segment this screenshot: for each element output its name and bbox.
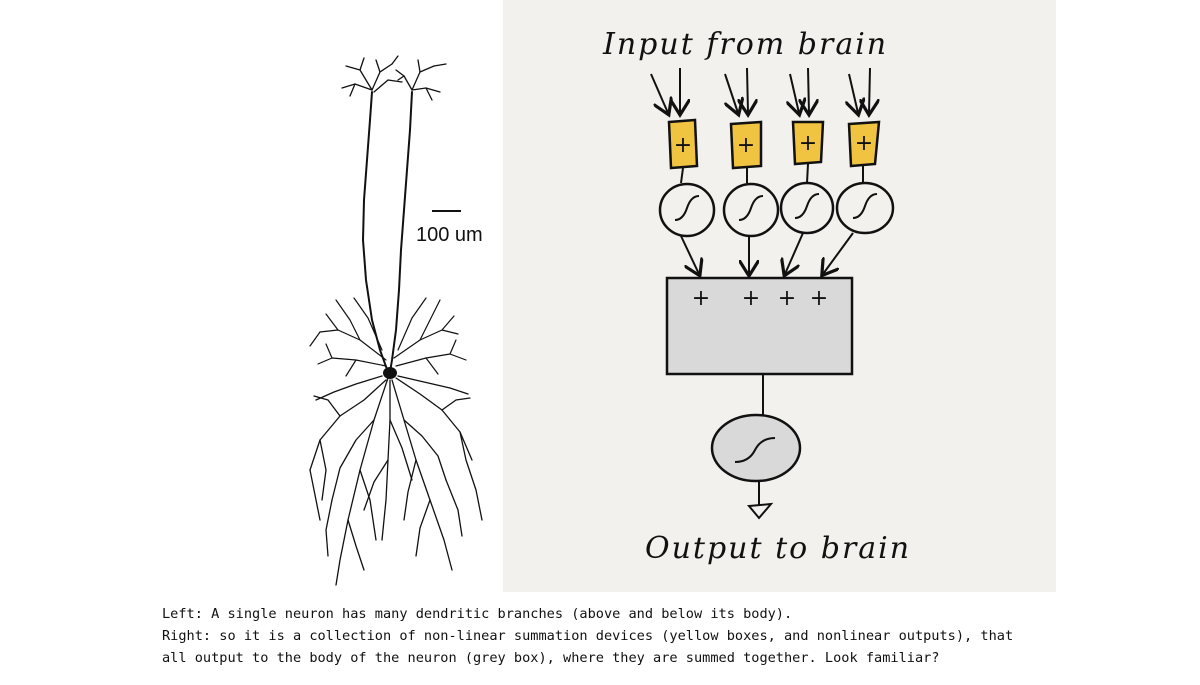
- output-label: Output to brain: [645, 531, 911, 566]
- branch-summation-boxes: [667, 118, 881, 170]
- branch-box-2: [729, 120, 763, 170]
- branch-plus-2: +: [737, 133, 755, 158]
- branch-connectors: [680, 163, 864, 184]
- apical-trunk-left: [362, 91, 389, 373]
- neuron-body-box: [665, 276, 854, 376]
- neuron-soma: [383, 367, 397, 379]
- branch-box-1: [667, 118, 699, 170]
- body-plus-2: +: [742, 286, 760, 311]
- caption-line-2: Right: so it is a collection of non-line…: [162, 628, 1014, 644]
- branch-output-arrows: [680, 232, 854, 274]
- branch-plus-3: +: [799, 131, 817, 156]
- branch-box-4: [847, 120, 881, 168]
- output-sigmoid-glyph: [734, 437, 776, 463]
- caption-line-1: Left: A single neuron has many dendritic…: [162, 606, 793, 622]
- branch-plus-4: +: [855, 131, 873, 156]
- apical-trunk-right: [389, 91, 413, 373]
- neuron-illustration: 100 um: [309, 55, 483, 586]
- branch-plus-1: +: [674, 133, 692, 158]
- summation-diagram: Input from brain + + + +: [602, 27, 911, 566]
- input-arrows: [650, 67, 870, 113]
- body-plus-3: +: [778, 286, 796, 311]
- neuron-image-panel: 100 um: [150, 0, 502, 592]
- branch-nonlinearities: [658, 181, 895, 238]
- scale-bar-label: 100 um: [416, 224, 483, 246]
- apical-tuft: [341, 55, 447, 101]
- branch-box-3: [791, 120, 825, 166]
- sigmoid-glyphs: [674, 193, 878, 221]
- basal-branches-lower: [309, 375, 483, 586]
- body-plus-4: +: [810, 286, 828, 311]
- figure-caption: Left: A single neuron has many dendritic…: [162, 603, 1172, 669]
- caption-line-3: all output to the body of the neuron (gr…: [162, 650, 940, 666]
- output-arrowhead: [747, 502, 774, 520]
- diagram-panel: Input from brain + + + +: [503, 0, 1056, 592]
- input-label: Input from brain: [602, 27, 888, 62]
- body-plus-1: +: [692, 286, 710, 311]
- basal-branches-upper: [309, 297, 467, 377]
